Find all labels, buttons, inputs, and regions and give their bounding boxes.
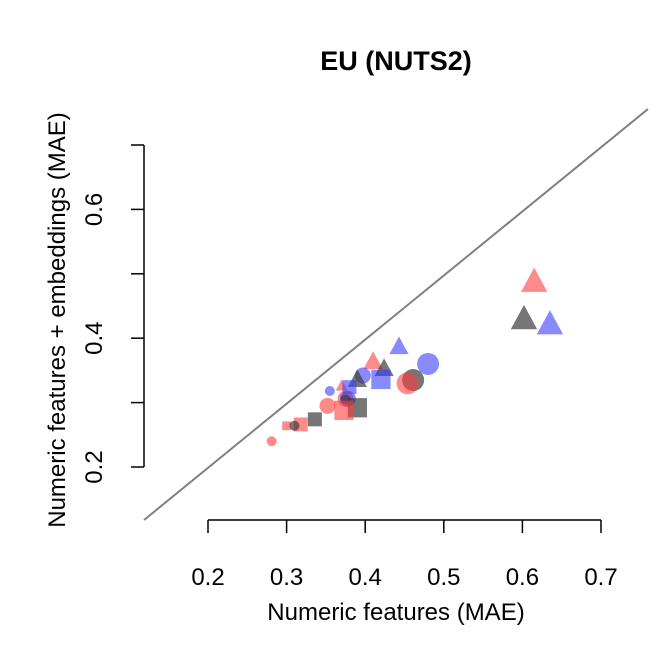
- y-tick-label: 0.2: [81, 450, 108, 483]
- y-tick-label: 0.4: [81, 322, 108, 355]
- data-point-triangle: [363, 351, 383, 369]
- data-point-circle: [324, 386, 335, 397]
- data-point-square: [307, 412, 322, 427]
- data-points: [266, 267, 564, 447]
- data-point-triangle: [536, 310, 564, 335]
- x-tick-label: 0.5: [427, 564, 460, 591]
- chart-title: EU (NUTS2): [320, 46, 472, 76]
- data-point-circle: [417, 352, 440, 375]
- data-point-triangle: [510, 305, 538, 330]
- x-tick-label: 0.4: [349, 564, 382, 591]
- data-point-square: [342, 380, 357, 395]
- x-tick-label: 0.2: [191, 564, 224, 591]
- x-tick-label: 0.3: [270, 564, 303, 591]
- data-point-square: [282, 421, 291, 431]
- x-axis-label: Numeric features (MAE): [267, 599, 524, 626]
- data-point-circle: [319, 397, 336, 414]
- data-point-triangle: [389, 336, 409, 355]
- y-tick-label: 0.6: [81, 193, 108, 226]
- data-point-circle: [289, 420, 300, 431]
- x-axis: 0.2 0.3 0.4 0.5 0.6 0.7: [191, 519, 618, 591]
- y-axis: 0.2 0.4 0.6: [81, 144, 145, 484]
- x-tick-label: 0.6: [506, 564, 539, 591]
- y-axis-label: Numeric features + embeddings (MAE): [44, 112, 71, 528]
- data-point-square: [371, 369, 391, 390]
- data-point-circle: [266, 436, 277, 447]
- x-tick-label: 0.7: [584, 564, 617, 591]
- reference-line: [143, 108, 649, 521]
- data-point-circle: [396, 372, 419, 395]
- data-point-triangle: [520, 267, 548, 292]
- data-point-square: [334, 400, 354, 420]
